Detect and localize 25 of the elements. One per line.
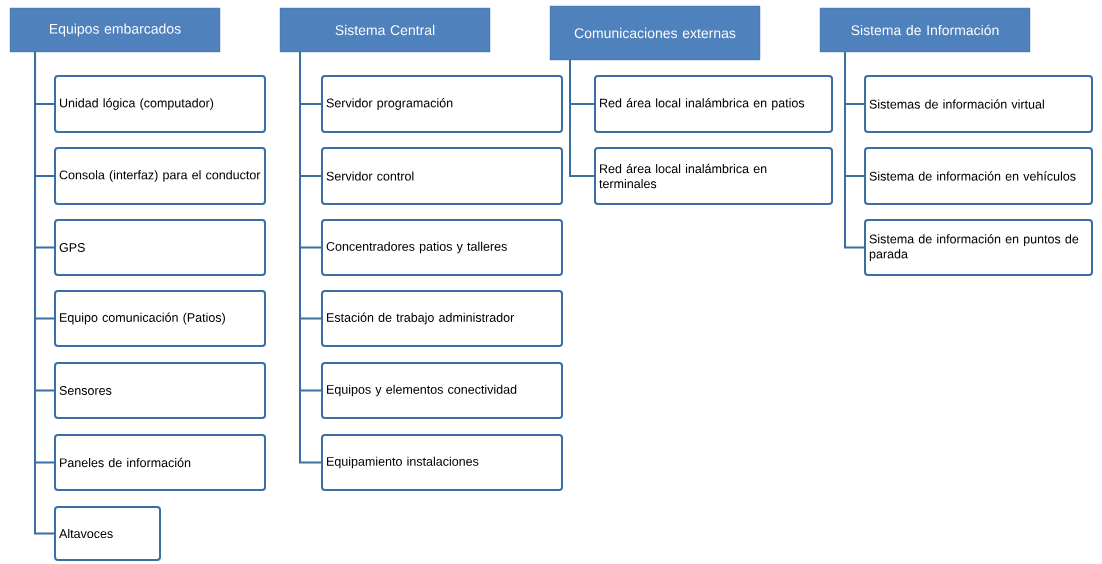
item-box: Sensores bbox=[54, 362, 266, 419]
item-box: Servidor control bbox=[321, 147, 563, 205]
item-box: Concentradores patios y talleres bbox=[321, 219, 563, 276]
connector-line bbox=[844, 51, 865, 249]
connector-line bbox=[299, 51, 322, 464]
connector-line bbox=[569, 59, 595, 177]
item-box: Sistema de información en vehículos bbox=[864, 147, 1093, 205]
item-box: Red área local inalámbrica en patios bbox=[594, 75, 833, 133]
item-box: Estación de trabajo administrador bbox=[321, 290, 563, 347]
item-box: Altavoces bbox=[54, 506, 161, 561]
item-box: Red área local inalámbrica en terminales bbox=[594, 147, 833, 205]
item-box: Equipos y elementos conectividad bbox=[321, 362, 563, 419]
item-box: Sistema de información en puntos de parada bbox=[864, 219, 1093, 276]
item-box: Servidor programación bbox=[321, 75, 563, 133]
item-box: Unidad lógica (computador) bbox=[54, 75, 266, 133]
category-box: Comunicaciones externas bbox=[549, 5, 761, 61]
category-box: Sistema Central bbox=[279, 7, 491, 53]
item-box: Equipamiento instalaciones bbox=[321, 434, 563, 491]
category-box: Equipos embarcados bbox=[9, 7, 221, 53]
item-box: Paneles de información bbox=[54, 434, 266, 491]
item-box: Equipo comunicación (Patios) bbox=[54, 290, 266, 347]
category-box: Sistema de Información bbox=[819, 7, 1031, 53]
item-box: GPS bbox=[54, 219, 266, 276]
item-box: Consola (interfaz) para el conductor bbox=[54, 147, 266, 205]
item-box: Sistemas de información virtual bbox=[864, 75, 1093, 133]
